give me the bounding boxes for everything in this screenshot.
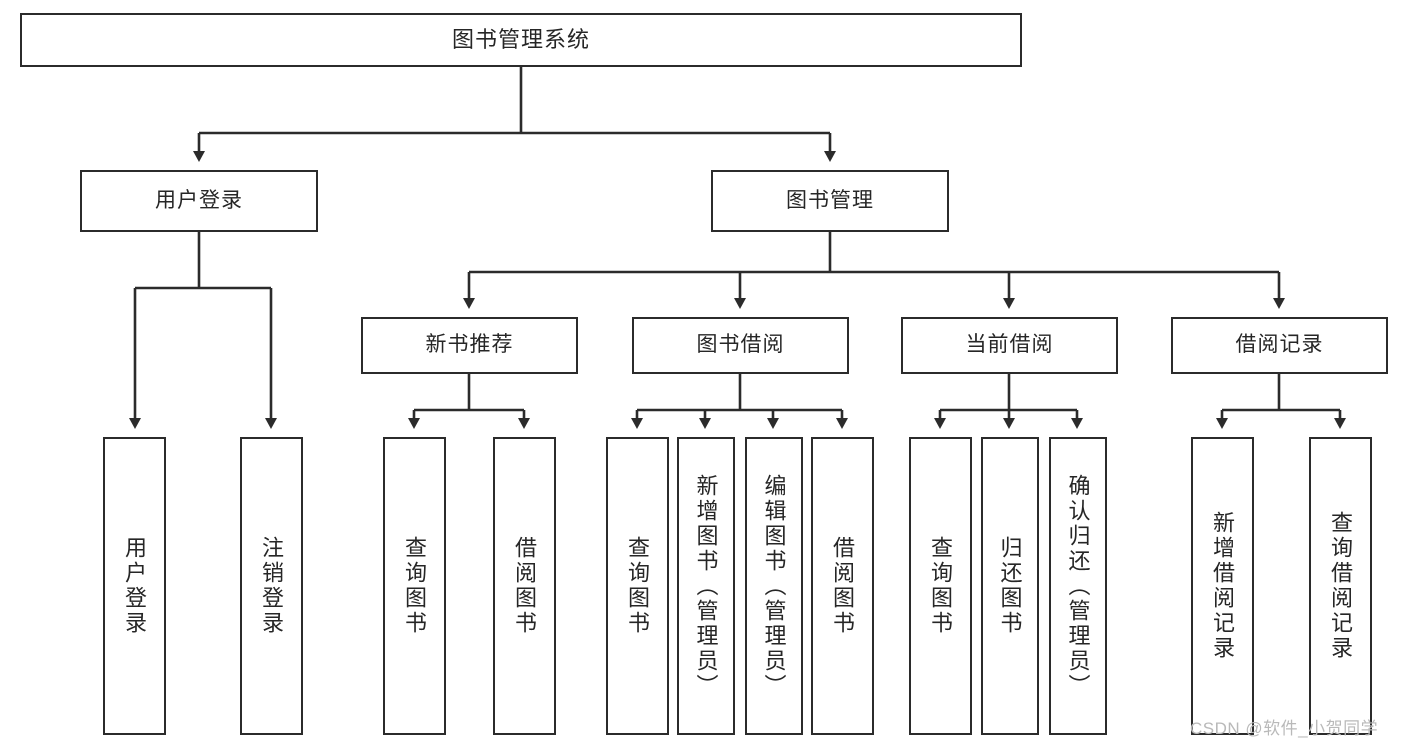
- node-label: 用户登录: [155, 188, 243, 212]
- leaf-logout[interactable]: 注销登录: [240, 437, 303, 735]
- leaf-record-query-borrow-record[interactable]: 查询借阅记录: [1309, 437, 1372, 735]
- node-label: 查询借阅记录: [1328, 511, 1354, 661]
- node-label: 编辑图书（管理员）: [761, 473, 787, 699]
- node-label: 确认归还（管理员）: [1065, 473, 1091, 699]
- leaf-current-return-book[interactable]: 归还图书: [981, 437, 1039, 735]
- leaf-borrow-borrow-book[interactable]: 借阅图书: [811, 437, 874, 735]
- node-label: 借阅图书: [512, 536, 538, 636]
- node-label: 注销登录: [259, 536, 285, 636]
- leaf-borrow-edit-book-admin[interactable]: 编辑图书（管理员）: [745, 437, 803, 735]
- leaf-borrow-add-book-admin[interactable]: 新增图书（管理员）: [677, 437, 735, 735]
- node-new-book-recommendation[interactable]: 新书推荐: [361, 317, 578, 374]
- leaf-user-login[interactable]: 用户登录: [103, 437, 166, 735]
- node-label: 新增借阅记录: [1210, 511, 1236, 661]
- node-label: 借阅图书: [830, 536, 856, 636]
- leaf-record-add-borrow-record[interactable]: 新增借阅记录: [1191, 437, 1254, 735]
- node-label: 图书借阅: [696, 333, 785, 357]
- node-current-borrow[interactable]: 当前借阅: [901, 317, 1118, 374]
- node-borrow-record[interactable]: 借阅记录: [1171, 317, 1388, 374]
- node-label: 新增图书（管理员）: [693, 473, 719, 699]
- node-label: 图书管理系统: [451, 27, 590, 53]
- node-label: 查询图书: [928, 536, 954, 636]
- leaf-new-book-borrow-book[interactable]: 借阅图书: [493, 437, 556, 735]
- leaf-borrow-query-book[interactable]: 查询图书: [606, 437, 669, 735]
- node-label: 用户登录: [122, 536, 148, 636]
- node-label: 新书推荐: [425, 333, 514, 357]
- leaf-current-confirm-return-admin[interactable]: 确认归还（管理员）: [1049, 437, 1107, 735]
- node-label: 当前借阅: [965, 333, 1054, 357]
- node-user-login[interactable]: 用户登录: [80, 170, 318, 232]
- watermark-credit: CSDN @软件_小贺同学: [1190, 719, 1379, 738]
- leaf-current-query-book[interactable]: 查询图书: [909, 437, 972, 735]
- node-label: 归还图书: [997, 536, 1023, 636]
- node-book-management[interactable]: 图书管理: [711, 170, 949, 232]
- leaf-new-book-query-book[interactable]: 查询图书: [383, 437, 446, 735]
- node-book-borrow[interactable]: 图书借阅: [632, 317, 849, 374]
- node-label: 图书管理: [786, 188, 874, 212]
- node-label: 查询图书: [402, 536, 428, 636]
- node-label: 借阅记录: [1235, 333, 1324, 357]
- node-label: 查询图书: [625, 536, 651, 636]
- node-root-book-management-system[interactable]: 图书管理系统: [20, 13, 1022, 67]
